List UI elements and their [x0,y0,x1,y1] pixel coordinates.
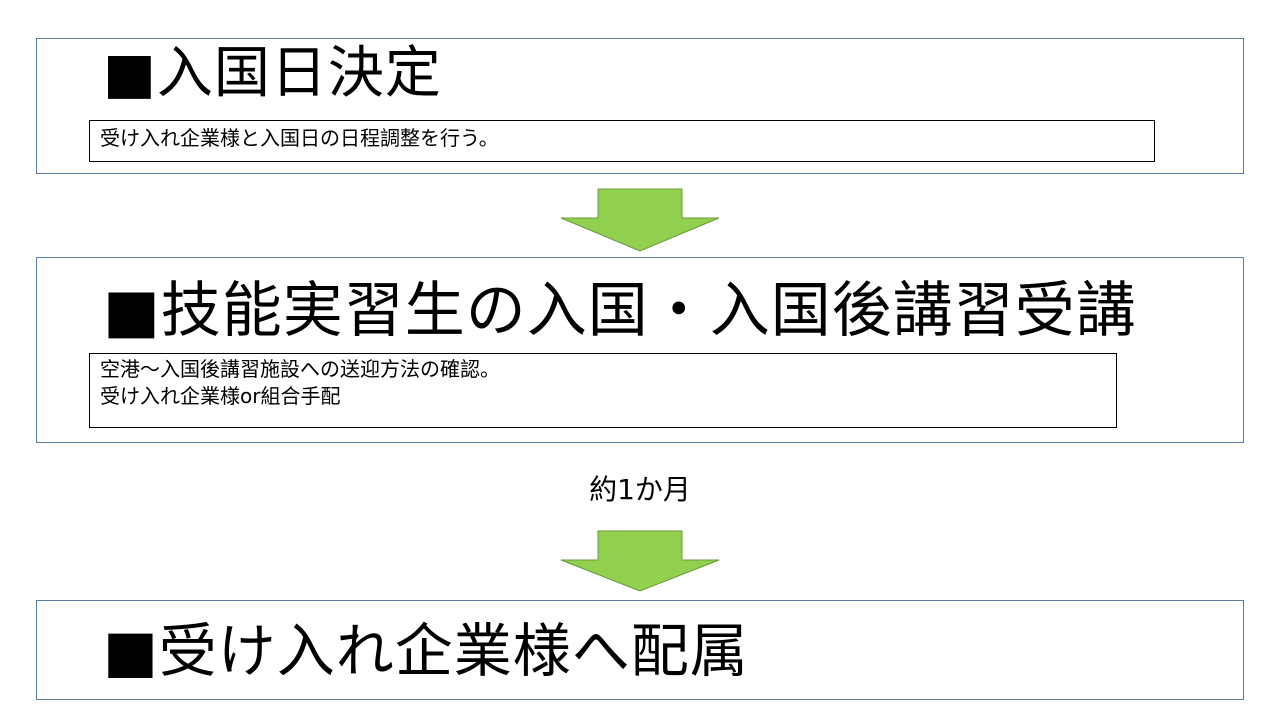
down-arrow-icon [560,188,720,252]
step-box-arrival-training: ■技能実習生の入国・入国後講習受講 空港～入国後講習施設への送迎方法の確認。 受… [36,257,1244,443]
step-title-assignment: ■受け入れ企業様へ配属 [103,617,749,685]
step-box-assignment: ■受け入れ企業様へ配属 [36,600,1244,700]
step-note-arrival-training: 空港～入国後講習施設への送迎方法の確認。 受け入れ企業様or組合手配 [89,353,1117,428]
arrow-shape [560,188,720,252]
interval-label: 約1か月 [589,473,691,506]
note-line: 受け入れ企業様と入国日の日程調整を行う。 [100,126,499,150]
step-box-entry-date: ■入国日決定 受け入れ企業様と入国日の日程調整を行う。 [36,38,1244,174]
step-note-entry-date: 受け入れ企業様と入国日の日程調整を行う。 [89,120,1155,162]
step-title-arrival-training: ■技能実習生の入国・入国後講習受講 [103,276,1137,346]
step-title-entry-date: ■入国日決定 [103,41,442,106]
down-arrow-icon [560,530,720,592]
note-line: 空港～入国後講習施設への送迎方法の確認。 [100,357,500,381]
note-line: 受け入れ企業様or組合手配 [100,384,341,408]
arrow-shape [560,530,720,592]
